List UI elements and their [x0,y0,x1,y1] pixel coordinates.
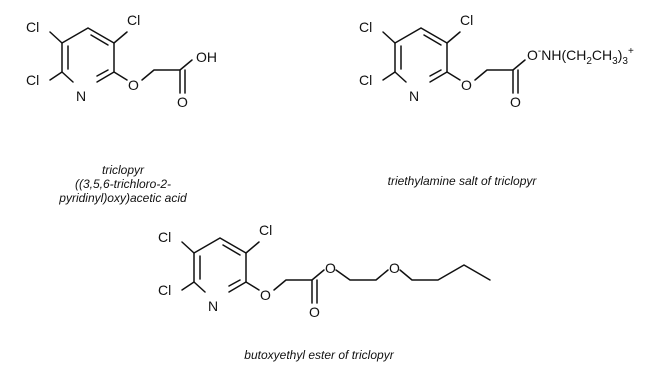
pyridine-ring [394,27,448,83]
atom-cl: Cl [359,72,372,88]
subscript-3: 3 [622,56,628,67]
butoxyethyl-ester-structure: Cl Cl Cl N O O O O [158,222,491,320]
atom-cl: Cl [26,19,39,35]
atom-n: N [208,298,218,314]
atom-n: N [76,88,86,104]
pyridine-ring [193,237,247,293]
atom-o: O [461,77,472,93]
atom-o-minus: O [527,47,538,63]
atom-cl: Cl [26,72,39,88]
subscript-2: 2 [586,56,592,67]
atom-o: O [177,94,188,110]
atom-oh: OH [196,49,217,65]
caption-triethylamine-salt: triethylamine salt of triclopyr [388,174,538,188]
substituent-bonds [382,31,526,94]
atom-cl: Cl [259,222,272,238]
atom-o: O [128,77,139,93]
atom-cl: Cl [127,12,140,28]
caption-butoxyethyl-ester: butoxyethyl ester of triclopyr [244,348,394,362]
counterion-label: O-NH(CH2CH3)3+ [527,46,634,67]
atom-cl: Cl [158,282,171,298]
caption-triclopyr-iupac-1: ((3,5,6-trichloro-2- [75,177,171,191]
atom-o: O [260,287,271,303]
atom-o: O [309,304,320,320]
subscript-3: 3 [612,56,618,67]
nh-group: NH(CH [541,47,586,63]
atom-o: O [510,94,521,110]
atom-cl: Cl [460,12,473,28]
pyridine-ring [61,27,115,83]
minus-charge: - [538,46,541,57]
caption-triclopyr-name: triclopyr [102,163,145,177]
atom-o: O [389,260,400,276]
plus-charge: + [628,46,634,57]
atom-cl: Cl [359,19,372,35]
atom-n: N [409,88,419,104]
triethylamine-salt-structure: Cl Cl Cl N O O O-NH(CH2CH3)3+ [359,12,634,110]
close-paren: ) [618,47,623,63]
atom-cl: Cl [158,229,171,245]
triclopyr-structure: Cl Cl Cl N O O OH [26,12,217,110]
substituent-bonds [49,31,193,94]
caption-triclopyr-iupac-2: pyridinyl)oxy)acetic acid [58,191,187,205]
atom-o: O [325,260,336,276]
ch-group: CH [592,47,612,63]
substituent-bonds [181,241,491,304]
